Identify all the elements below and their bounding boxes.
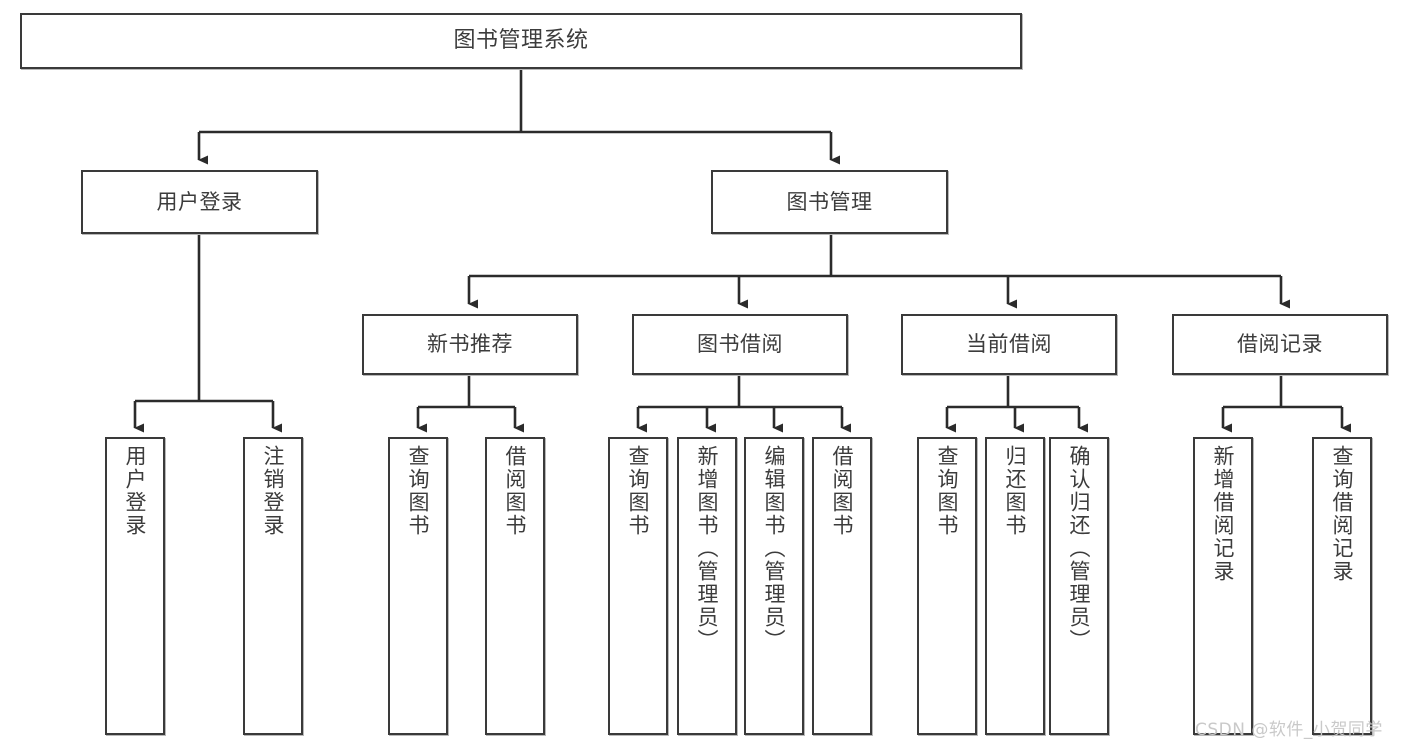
node-current-borrow[interactable]: 当前借阅 (901, 314, 1117, 375)
node-leaf-user-login[interactable]: 用户登录 (105, 437, 165, 735)
node-leaf-logout-label: 注销登录 (261, 445, 286, 537)
node-book-borrow-label: 图书借阅 (697, 332, 783, 357)
node-leaf-confirm-return[interactable]: 确认归还（管理员） (1049, 437, 1109, 735)
node-leaf-borrow-book-1-label: 借阅图书 (503, 445, 528, 537)
node-leaf-borrow-book-1[interactable]: 借阅图书 (485, 437, 545, 735)
node-book-manage-label: 图书管理 (786, 189, 873, 214)
connector-currentborrow-to-leaves (945, 375, 1088, 433)
node-leaf-query-record[interactable]: 查询借阅记录 (1312, 437, 1372, 735)
node-leaf-query-book-2[interactable]: 查询图书 (608, 437, 668, 735)
node-leaf-add-book[interactable]: 新增图书（管理员） (677, 437, 737, 735)
node-leaf-borrow-book-2-label: 借阅图书 (830, 445, 855, 537)
node-user-login-label: 用户登录 (156, 189, 243, 214)
node-leaf-edit-book-label: 编辑图书（管理员） (762, 445, 787, 652)
node-leaf-query-record-label: 查询借阅记录 (1330, 445, 1355, 583)
node-new-book-rec-label: 新书推荐 (427, 332, 513, 357)
connector-userlogin-to-leaves (133, 234, 282, 433)
node-new-book-rec[interactable]: 新书推荐 (362, 314, 578, 375)
node-leaf-query-book-2-label: 查询图书 (626, 445, 651, 537)
node-book-manage[interactable]: 图书管理 (711, 170, 948, 234)
connector-root-to-level2 (197, 69, 840, 165)
connector-newbook-to-leaves (416, 375, 524, 433)
node-root[interactable]: 图书管理系统 (20, 13, 1022, 69)
connector-borrowrecord-to-leaves (1221, 375, 1351, 433)
node-user-login[interactable]: 用户登录 (81, 170, 318, 234)
node-leaf-edit-book[interactable]: 编辑图书（管理员） (744, 437, 804, 735)
node-leaf-user-login-label: 用户登录 (123, 445, 148, 537)
node-leaf-add-record[interactable]: 新增借阅记录 (1193, 437, 1253, 735)
node-leaf-borrow-book-2[interactable]: 借阅图书 (812, 437, 872, 735)
node-leaf-query-book-1-label: 查询图书 (406, 445, 431, 537)
node-leaf-query-book-1[interactable]: 查询图书 (388, 437, 448, 735)
node-borrow-record[interactable]: 借阅记录 (1172, 314, 1388, 375)
node-leaf-query-book-3-label: 查询图书 (935, 445, 960, 537)
node-leaf-query-book-3[interactable]: 查询图书 (917, 437, 977, 735)
connector-bookborrow-to-leaves (636, 375, 851, 433)
node-leaf-confirm-return-label: 确认归还（管理员） (1067, 445, 1092, 652)
node-leaf-return-book[interactable]: 归还图书 (985, 437, 1045, 735)
node-current-borrow-label: 当前借阅 (966, 332, 1052, 357)
node-leaf-return-book-label: 归还图书 (1003, 445, 1028, 537)
node-borrow-record-label: 借阅记录 (1237, 332, 1323, 357)
node-leaf-logout[interactable]: 注销登录 (243, 437, 303, 735)
node-root-label: 图书管理系统 (453, 27, 589, 53)
node-leaf-add-record-label: 新增借阅记录 (1211, 445, 1236, 583)
connector-bookmanage-to-level3 (467, 234, 1290, 309)
node-book-borrow[interactable]: 图书借阅 (632, 314, 848, 375)
csdn-watermark: CSDN @软件_小贺同学 (1195, 720, 1383, 740)
node-leaf-add-book-label: 新增图书（管理员） (695, 445, 720, 652)
